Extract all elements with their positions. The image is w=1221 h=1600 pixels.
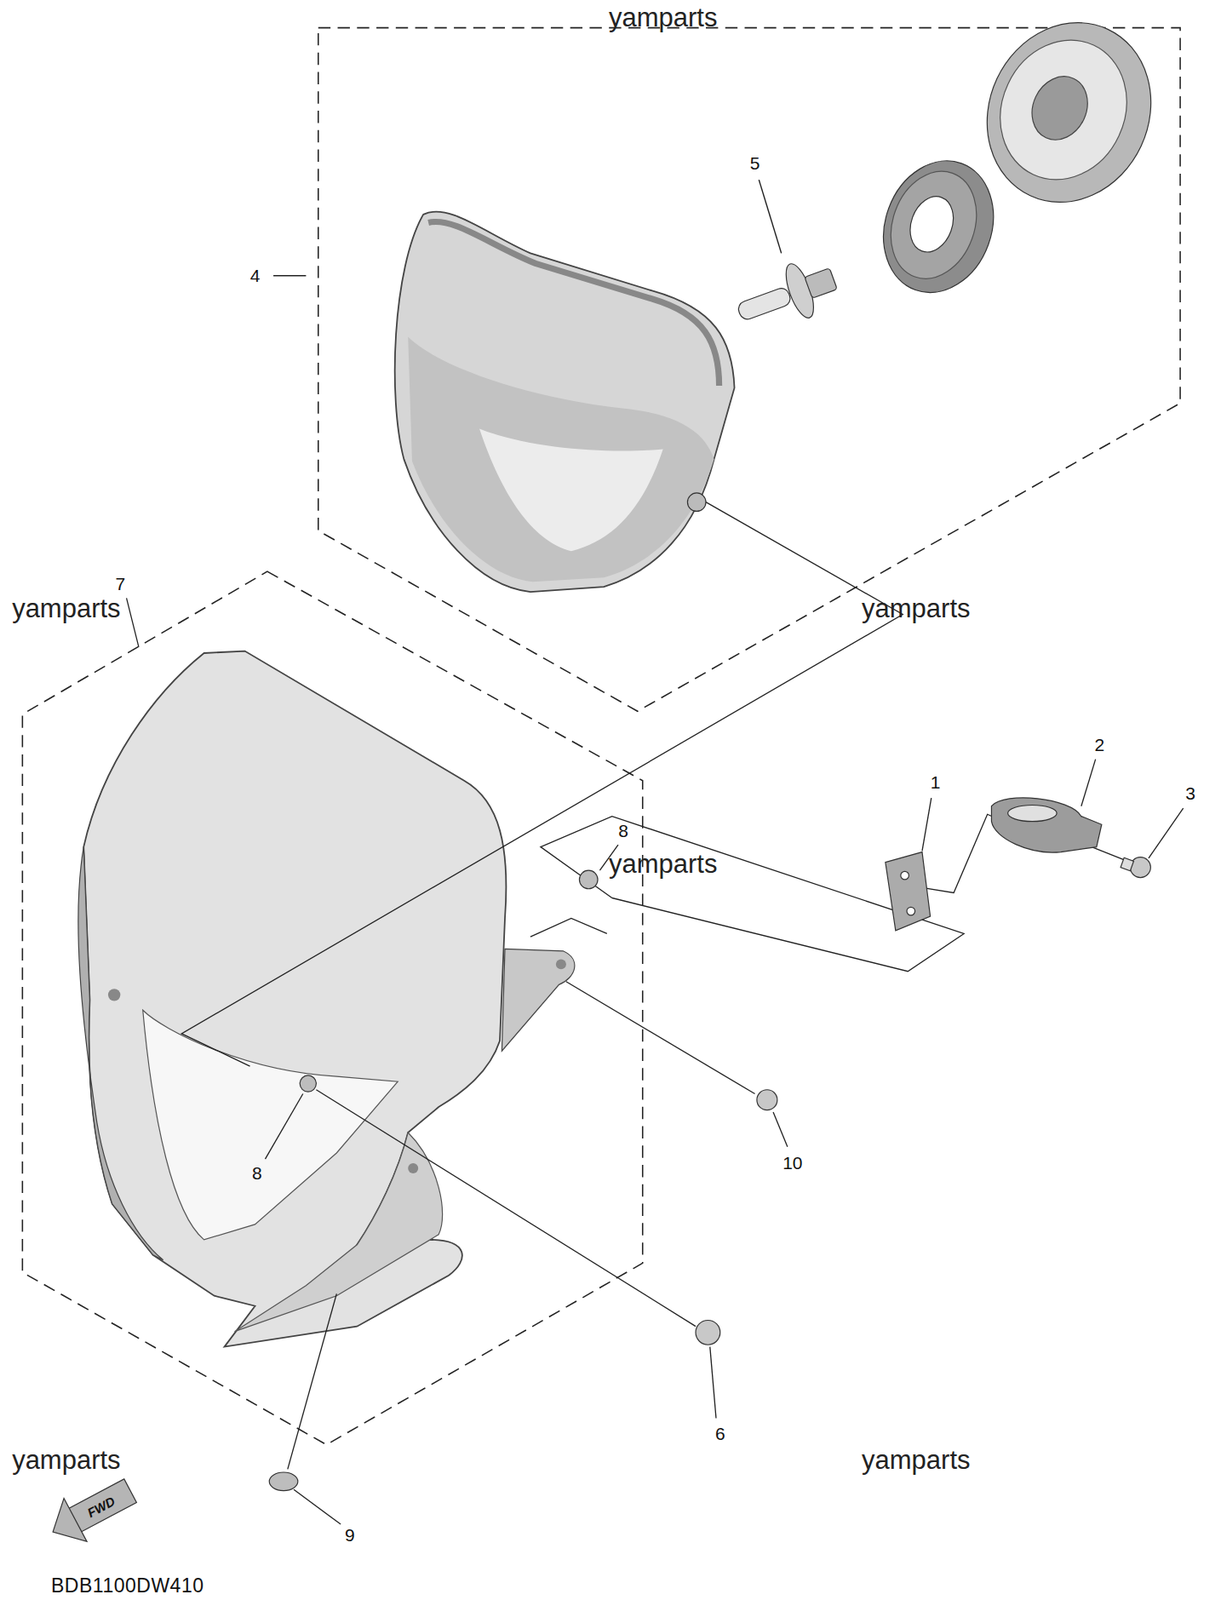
bolt: [695, 1319, 721, 1345]
callout-number: 7: [115, 573, 127, 594]
arrow-body: [68, 1478, 137, 1532]
callout-number: 1: [930, 772, 941, 792]
mount-hole: [556, 958, 567, 969]
callout-number: 4: [250, 265, 261, 286]
leader-line: [264, 1094, 303, 1160]
callout-number: 9: [344, 1524, 356, 1545]
watermark: yamparts: [11, 594, 121, 624]
callout-number: 5: [750, 153, 761, 173]
leader-line: [922, 797, 932, 851]
assembly-line: [315, 1089, 696, 1327]
bulb-seal: [865, 145, 1012, 309]
group-outline: [22, 571, 643, 1445]
arrow-head: [41, 1498, 87, 1554]
callout-number: 3: [1185, 783, 1196, 803]
cover-face: [977, 19, 1149, 201]
cowl-opening: [143, 1009, 398, 1240]
leader-line: [1148, 808, 1184, 859]
headlight-lens: [395, 212, 735, 593]
diagram-code: BDB1100DW410: [51, 1575, 204, 1597]
cover-center: [1021, 67, 1098, 150]
mount-hole: [407, 1163, 419, 1174]
headlight-cowl: [83, 651, 506, 1348]
watermark: yamparts: [861, 1445, 970, 1475]
bulb-glass: [736, 286, 793, 322]
direction-arrow: [41, 1468, 143, 1554]
assembly-line: [566, 981, 756, 1095]
leader-line: [126, 597, 139, 648]
callout-number: 8: [618, 820, 629, 841]
bolt-shank: [1120, 857, 1134, 871]
socket-cover: [957, 0, 1181, 230]
leader-line: [293, 1489, 341, 1525]
assembly-line: [540, 816, 964, 972]
seal-face: [876, 159, 991, 291]
headlight-highlight: [479, 428, 664, 551]
cowl-ear: [501, 948, 574, 1051]
adjust-screw: [687, 492, 706, 512]
grommet: [269, 1472, 299, 1491]
leader-line: [773, 1112, 788, 1147]
grommet: [299, 1075, 316, 1092]
headlight-rim: [428, 221, 719, 386]
leader-line: [710, 1347, 717, 1419]
bracket: [885, 852, 931, 931]
bracket-hole: [906, 906, 916, 916]
assembly-line: [287, 1293, 338, 1469]
watermark: yamparts: [608, 849, 717, 879]
grommet: [578, 870, 598, 889]
callout-number: 2: [1094, 734, 1106, 755]
callout-number: 6: [715, 1423, 726, 1444]
watermark: yamparts: [11, 1445, 121, 1475]
cover-rim: [957, 0, 1181, 230]
callout-number: 10: [782, 1152, 803, 1173]
cowl-fin: [235, 1132, 443, 1332]
bracket-hole: [1008, 804, 1058, 821]
leader-line: [758, 179, 781, 253]
leader-line: [1081, 759, 1096, 807]
watermark: yamparts: [608, 3, 717, 33]
watermark: yamparts: [861, 594, 970, 624]
bracket-hole: [900, 871, 910, 880]
bolt: [756, 1089, 778, 1111]
seal-ring: [865, 145, 1012, 309]
mount-hole: [108, 988, 121, 1001]
bolt: [1129, 857, 1151, 878]
callout-number: 8: [252, 1163, 263, 1183]
assembly-line: [181, 502, 903, 1067]
bulb: [729, 252, 843, 340]
assembly-line: [530, 917, 608, 937]
seal-hole: [902, 190, 961, 258]
headlight-shading: [407, 337, 714, 583]
bulb-terminal: [804, 268, 837, 299]
bracket: [991, 797, 1101, 853]
leader-line: [273, 275, 306, 276]
group-outline: [318, 28, 1181, 712]
